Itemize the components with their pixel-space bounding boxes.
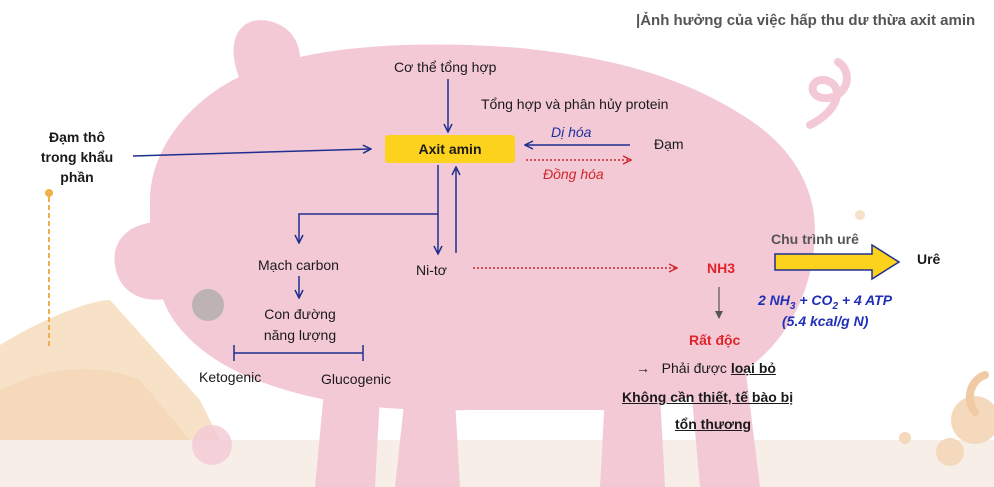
label-di-hoa: Dị hóa [551,124,592,140]
arrow-right-icon: → [636,360,650,376]
label-dam-tho-line2: trong khẩu [40,149,114,165]
label-con-duong-line2: năng lượng [263,327,337,343]
label-dong-hoa: Đồng hóa [543,166,604,182]
label-khong-can-thiet: Không cần thiết, tế bào bị [622,389,794,405]
label-tong-hop-phan-huy: Tổng hợp và phân hủy protein [481,96,669,112]
label-con-duong-line1: Con đường [264,306,336,322]
pig-eye [192,289,224,321]
label-con-duong-nang-luong: Con đường năng lượng [250,304,350,346]
label-ketogenic: Ketogenic [199,369,262,385]
label-dam-tho: Đạm thô trong khẩu phần [22,127,132,187]
pig-silhouette [114,20,815,487]
arrow-dam-tho-to-axit [132,149,370,157]
label-rat-doc: Rất độc [689,332,741,348]
label-ton-thuong: tổn thương [675,416,752,432]
branch-bracket [233,345,364,361]
page-title: |Ảnh hưởng của việc hấp thu dư thừa axit… [636,12,976,29]
equation-urea-cycle: 2 NH3 + CO2 + 4 ATP [758,292,893,312]
floor-band [0,440,994,487]
node-axit-amin: Axit amin [385,135,515,163]
label-nito: Ni-tơ [416,262,447,278]
pig-tail [806,58,851,129]
arrow-to-mach-carbon [299,213,438,242]
label-glucogenic: Glucogenic [321,371,392,387]
label-mach-carbon: Mạch carbon [258,257,339,273]
label-co-the-tong-hop: Cơ thể tổng hợp [394,59,497,75]
label-ure: Urê [917,251,941,267]
label-phai-duoc-loai-bo: → Phải được loại bỏ [636,360,776,376]
label-dam-tho-line3: phần [60,169,94,185]
label-chu-trinh-ure: Chu trình urê [771,231,859,247]
equation-energy-cost: (5.4 kcal/g N) [782,313,869,329]
label-nh3: NH3 [707,260,736,276]
label-dam: Đạm [654,136,684,152]
arrow-chu-trinh-ure [774,243,901,281]
label-dam-tho-line1: Đạm thô [49,129,105,145]
